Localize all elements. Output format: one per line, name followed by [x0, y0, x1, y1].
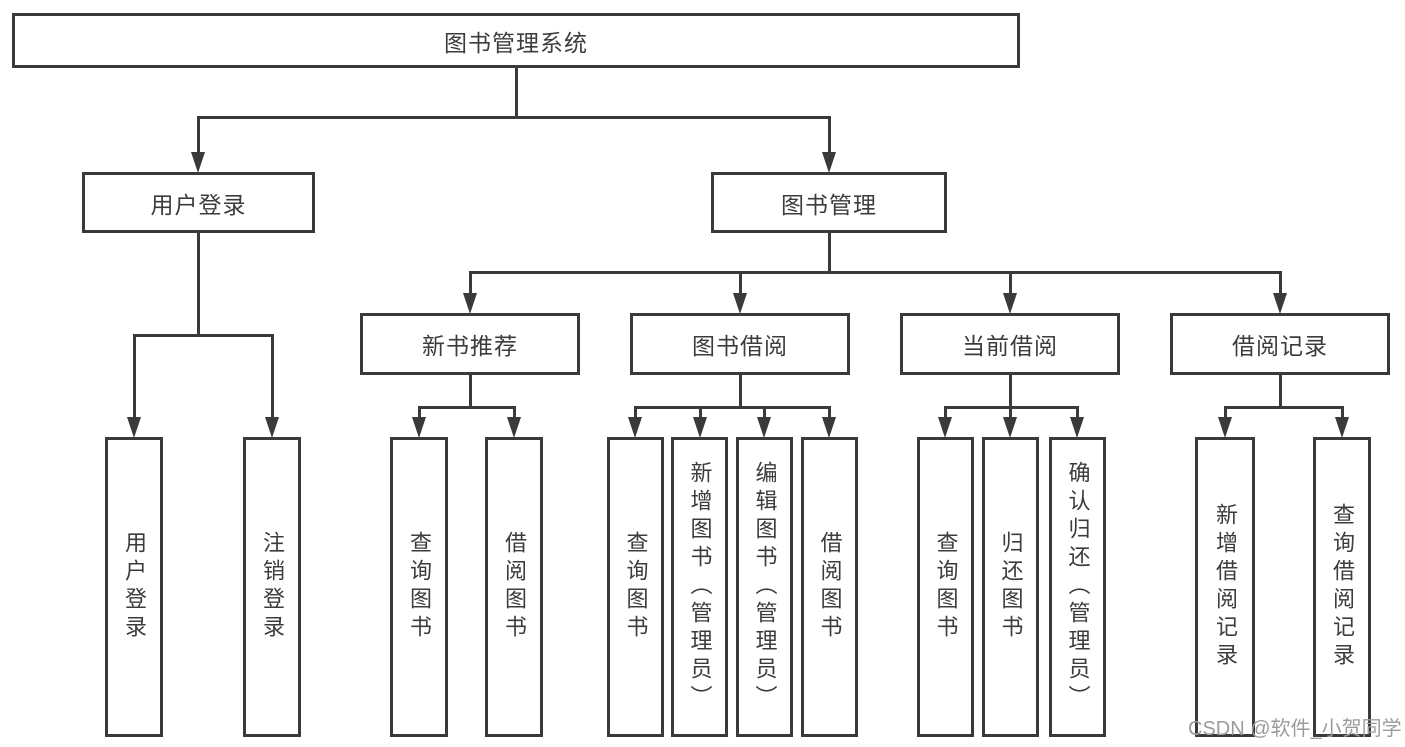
connector-segment	[468, 270, 1282, 274]
arrow-down-icon	[1218, 417, 1232, 438]
node-new-book-recommend-label: 新书推荐	[422, 333, 518, 359]
node-library-system-label: 图书管理系统	[444, 29, 588, 56]
node-user-login-label: 用户登录	[150, 191, 247, 218]
arrow-down-icon	[822, 152, 836, 173]
connector-segment	[738, 272, 742, 298]
connector-segment	[1340, 407, 1344, 422]
connector-segment	[417, 407, 421, 422]
node-book-borrowing-label: 图书借阅	[692, 333, 788, 359]
node-borrowing-records-label: 借阅记录	[1232, 333, 1328, 359]
leaf-borrow-books-recommend-label: 借阅图书	[502, 531, 527, 643]
arrow-down-icon	[1070, 417, 1084, 438]
arrow-down-icon	[507, 417, 521, 438]
arrow-down-icon	[1273, 293, 1287, 314]
leaf-confirm-return-admin: 确认归还（管理员）	[1049, 437, 1106, 737]
arrow-down-icon	[412, 417, 426, 438]
connector-segment	[827, 117, 831, 157]
connector-segment	[468, 272, 472, 298]
connector-segment	[698, 407, 702, 422]
connector-segment	[132, 335, 136, 422]
arrow-down-icon	[127, 417, 141, 438]
arrow-down-icon	[757, 417, 771, 438]
connector-segment	[512, 407, 516, 422]
leaf-confirm-return-admin-label: 确认归还（管理员）	[1065, 461, 1091, 713]
arrow-down-icon	[938, 417, 952, 438]
node-book-management: 图书管理	[711, 172, 947, 233]
arrow-down-icon	[822, 417, 836, 438]
leaf-query-books-current: 查询图书	[917, 437, 974, 737]
leaf-borrow-books-borrow: 借阅图书	[801, 437, 858, 737]
node-current-borrowing: 当前借阅	[900, 313, 1120, 375]
connector-segment	[827, 407, 831, 422]
connector-segment	[633, 407, 637, 422]
leaf-query-borrow-record-label: 查询借阅记录	[1330, 503, 1355, 671]
leaf-add-borrow-record: 新增借阅记录	[1195, 437, 1255, 737]
leaf-borrow-books-recommend: 借阅图书	[485, 437, 543, 737]
node-book-management-label: 图书管理	[781, 191, 877, 218]
arrow-down-icon	[1335, 417, 1349, 438]
leaf-add-book-admin: 新增图书（管理员）	[671, 437, 728, 737]
leaf-return-books-label: 归还图书	[998, 531, 1024, 643]
connector-segment	[1223, 405, 1344, 409]
connector-segment	[468, 375, 472, 407]
connector-segment	[827, 233, 831, 272]
connector-segment	[417, 405, 516, 409]
connector-segment	[196, 233, 200, 335]
connector-segment	[1008, 272, 1012, 298]
leaf-query-books-borrow-label: 查询图书	[623, 531, 649, 643]
leaf-borrow-books-borrow-label: 借阅图书	[817, 531, 843, 643]
arrow-down-icon	[693, 417, 707, 438]
connector-segment	[943, 407, 947, 422]
leaf-query-books-borrow: 查询图书	[607, 437, 664, 737]
arrow-down-icon	[265, 417, 279, 438]
arrow-down-icon	[191, 152, 205, 173]
connector-segment	[196, 115, 831, 119]
leaf-edit-book-admin-label: 编辑图书（管理员）	[752, 461, 778, 713]
connector-segment	[196, 117, 200, 157]
node-book-borrowing: 图书借阅	[630, 313, 850, 375]
connector-segment	[738, 375, 742, 407]
leaf-query-books-recommend-label: 查询图书	[407, 531, 432, 643]
connector-segment	[1278, 375, 1282, 407]
connector-segment	[1008, 407, 1012, 422]
leaf-user-login: 用户登录	[105, 437, 163, 737]
leaf-return-books: 归还图书	[982, 437, 1039, 737]
connector-segment	[514, 67, 518, 117]
node-library-system: 图书管理系统	[12, 13, 1020, 68]
leaf-user-login-label: 用户登录	[122, 531, 147, 643]
connector-segment	[132, 333, 274, 337]
connector-segment	[1075, 407, 1079, 422]
arrow-down-icon	[1003, 417, 1017, 438]
arrow-down-icon	[463, 293, 477, 314]
arrow-down-icon	[1003, 293, 1017, 314]
connector-segment	[1278, 272, 1282, 298]
node-user-login: 用户登录	[82, 172, 315, 233]
csdn-watermark: CSDN @软件_小贺同学	[1188, 718, 1402, 740]
leaf-logout-label: 注销登录	[260, 531, 285, 643]
connector-segment	[633, 405, 831, 409]
node-borrowing-records: 借阅记录	[1170, 313, 1390, 375]
leaf-add-book-admin-label: 新增图书（管理员）	[687, 461, 713, 713]
leaf-logout: 注销登录	[243, 437, 301, 737]
leaf-query-books-recommend: 查询图书	[390, 437, 448, 737]
arrow-down-icon	[733, 293, 747, 314]
connector-segment	[762, 407, 766, 422]
connector-segment	[1223, 407, 1227, 422]
arrow-down-icon	[628, 417, 642, 438]
connector-segment	[1008, 375, 1012, 407]
node-current-borrowing-label: 当前借阅	[962, 333, 1058, 359]
connector-segment	[270, 335, 274, 422]
leaf-add-borrow-record-label: 新增借阅记录	[1213, 503, 1238, 671]
leaf-edit-book-admin: 编辑图书（管理员）	[736, 437, 793, 737]
leaf-query-books-current-label: 查询图书	[933, 531, 959, 643]
node-new-book-recommend: 新书推荐	[360, 313, 580, 375]
leaf-query-borrow-record: 查询借阅记录	[1313, 437, 1371, 737]
